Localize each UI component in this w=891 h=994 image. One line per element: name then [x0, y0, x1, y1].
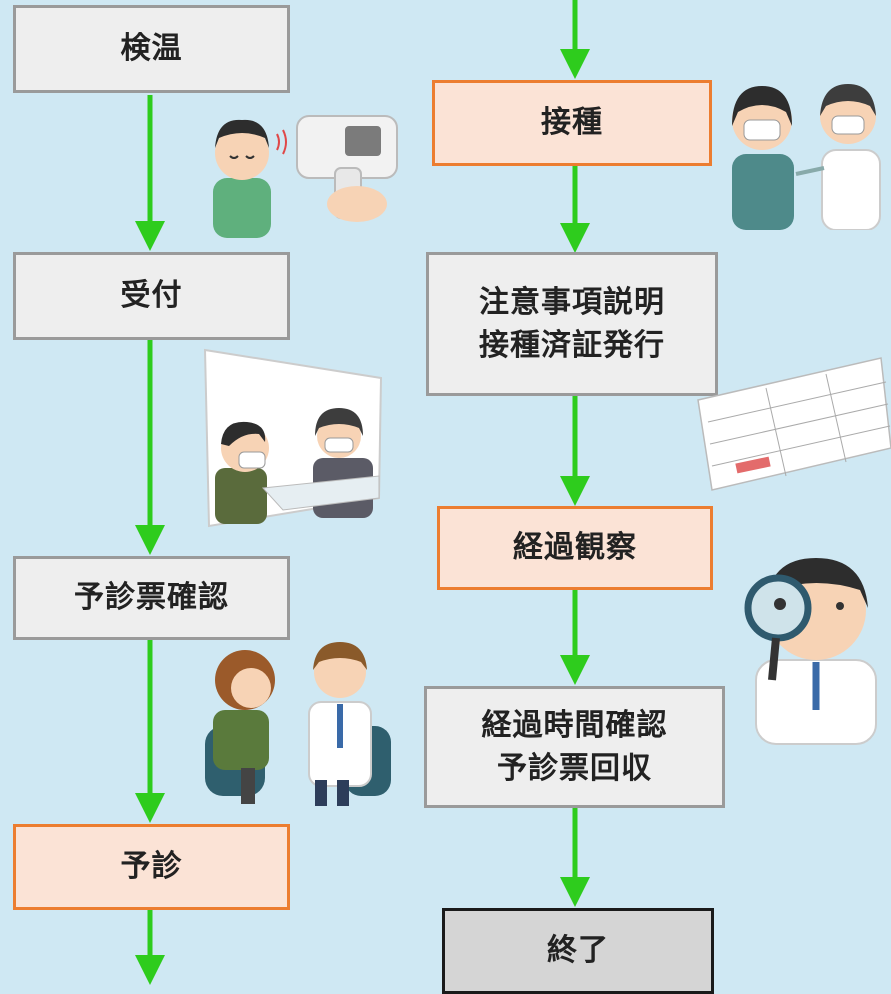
vaccination-illustration: [732, 84, 881, 230]
step-chuui-jikou: 注意事項説明 接種済証発行: [426, 252, 718, 396]
reception-illustration: [203, 348, 383, 528]
step-shuuryou-label: 終了: [547, 933, 609, 969]
step-keika-line2: 予診票回収: [497, 751, 652, 786]
step-shuuryou: 終了: [442, 908, 714, 994]
consultation-illustration: [205, 642, 391, 806]
step-yoshinhyo-kakunin-label: 予診票確認: [74, 580, 229, 616]
step-yoshinhyo-kakunin: 予診票確認: [13, 556, 290, 640]
step-keika-kansatsu-label: 経過観察: [513, 530, 637, 566]
vaccination-certificate-illustration: [697, 357, 891, 491]
step-kenon: 検温: [13, 5, 290, 93]
step-sesshu-label: 接種: [541, 105, 603, 141]
step-keika-kakunin: 経過時間確認 予診票回収: [424, 686, 725, 808]
step-yoshin-label: 予診: [120, 849, 183, 885]
step-chuui-line1: 注意事項説明: [479, 284, 665, 320]
step-keika-kansatsu: 経過観察: [437, 506, 713, 590]
step-uketsuke-label: 受付: [120, 278, 183, 314]
step-yoshin: 予診: [13, 824, 290, 910]
step-uketsuke: 受付: [13, 252, 290, 340]
observation-doctor-illustration: [744, 558, 877, 745]
thermometer-check-illustration: [213, 115, 398, 238]
step-kenon-label: 検温: [120, 31, 183, 67]
step-chuui-line2: 接種済証発行: [479, 328, 665, 363]
step-keika-line1: 経過時間確認: [481, 707, 668, 743]
step-sesshu: 接種: [432, 80, 712, 166]
